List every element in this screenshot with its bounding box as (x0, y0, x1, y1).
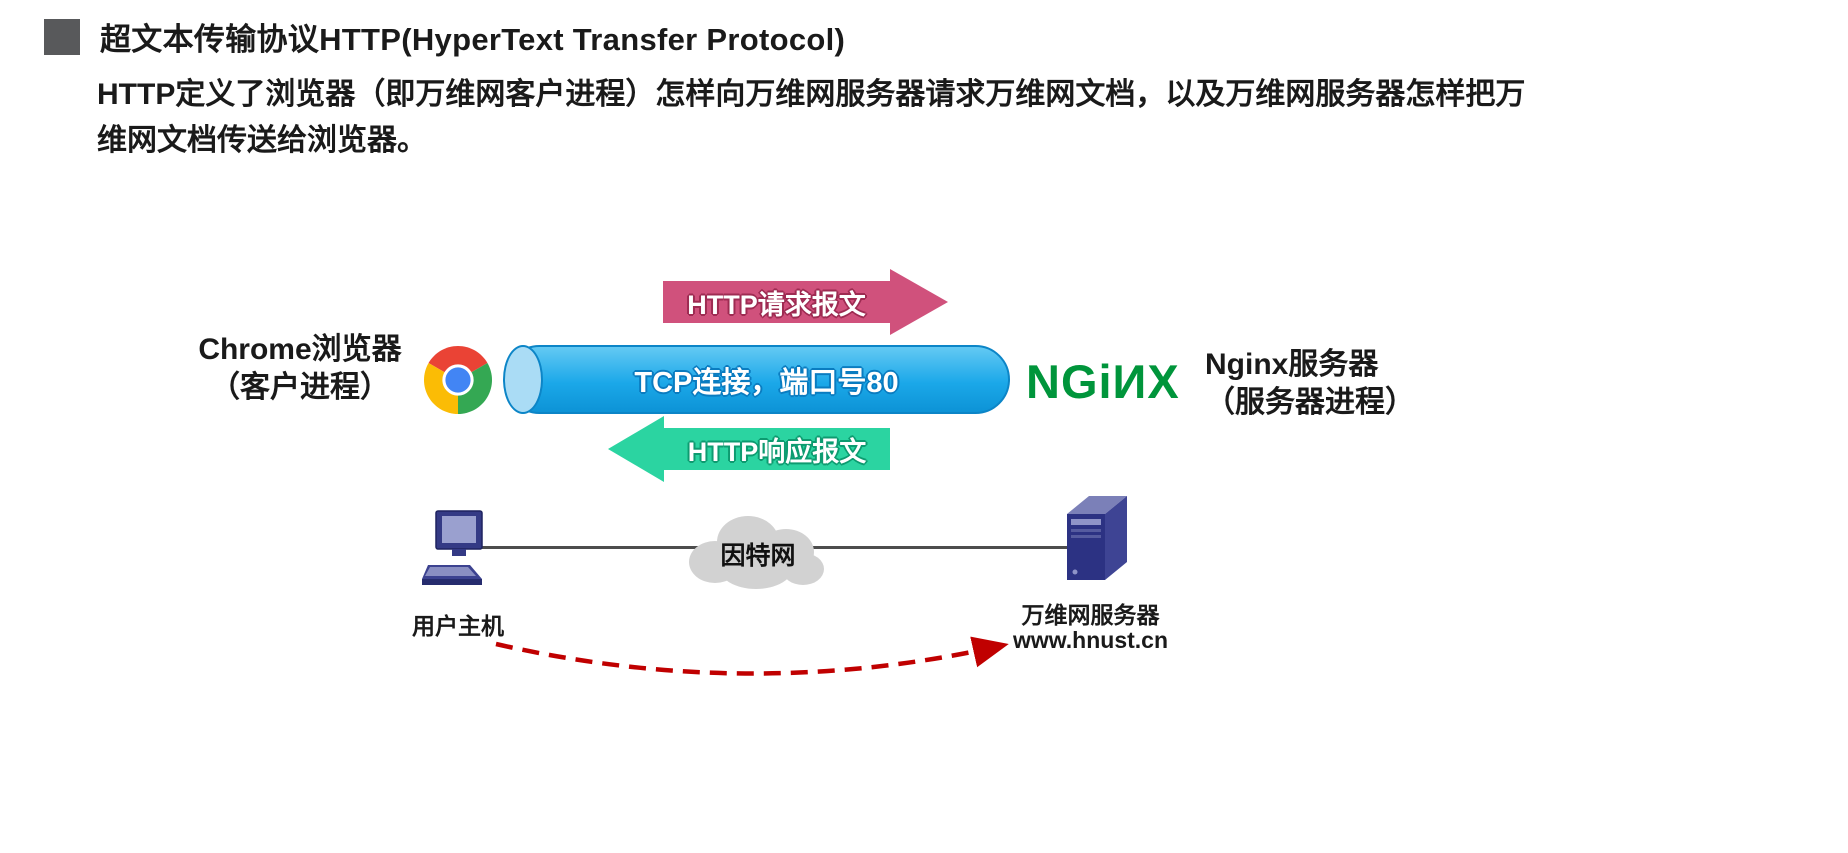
internet-label: 因特网 (720, 542, 796, 570)
client-role: （客户进程） (210, 371, 390, 404)
http-request-label: HTTP请求报文 (687, 289, 866, 320)
tcp-connection-pipe: TCP连接，端口号80 (505, 345, 1010, 414)
http-response-label: HTTP响应报文 (687, 436, 867, 467)
web-server-domain: www.hnust.cn (1012, 627, 1169, 653)
host-computer-icon (422, 510, 483, 585)
host-label: 用户主机 (412, 613, 504, 639)
http-response-arrowhead-icon (608, 416, 664, 482)
slide-description: HTTP定义了浏览器（即万维网客户进程）怎样向万维网服务器请求万维网文档，以及万… (97, 78, 1526, 157)
server-role: （服务器进程） (1205, 386, 1415, 419)
http-request-arrowhead-icon (890, 269, 948, 335)
chrome-icon (424, 346, 492, 414)
slide-header: 超文本传输协议HTTP(HyperText Transfer Protocol) (44, 14, 845, 59)
client-label: Chrome浏览器 （客户进程） (165, 331, 435, 407)
title-bullet-square (44, 18, 80, 55)
internet-cloud-icon (689, 516, 824, 589)
client-name: Chrome浏览器 (198, 333, 402, 366)
http-response-arrow: HTTP响应报文 (664, 428, 890, 470)
slide-title: 超文本传输协议HTTP(HyperText Transfer Protocol) (100, 22, 846, 57)
tcp-pipe-end-cap (503, 345, 543, 414)
server-tower-icon (1067, 496, 1127, 580)
server-label: Nginx服务器 （服务器进程） (1205, 346, 1465, 422)
web-server-label: 万维网服务器 (1021, 602, 1160, 628)
http-request-arrow: HTTP请求报文 (663, 281, 890, 323)
tcp-connection-label: TCP连接，端口号80 (634, 366, 899, 399)
nginx-logo: NGiИX (1026, 355, 1180, 408)
red-dashed-arrow (495, 636, 1009, 676)
server-name: Nginx服务器 (1205, 348, 1379, 381)
